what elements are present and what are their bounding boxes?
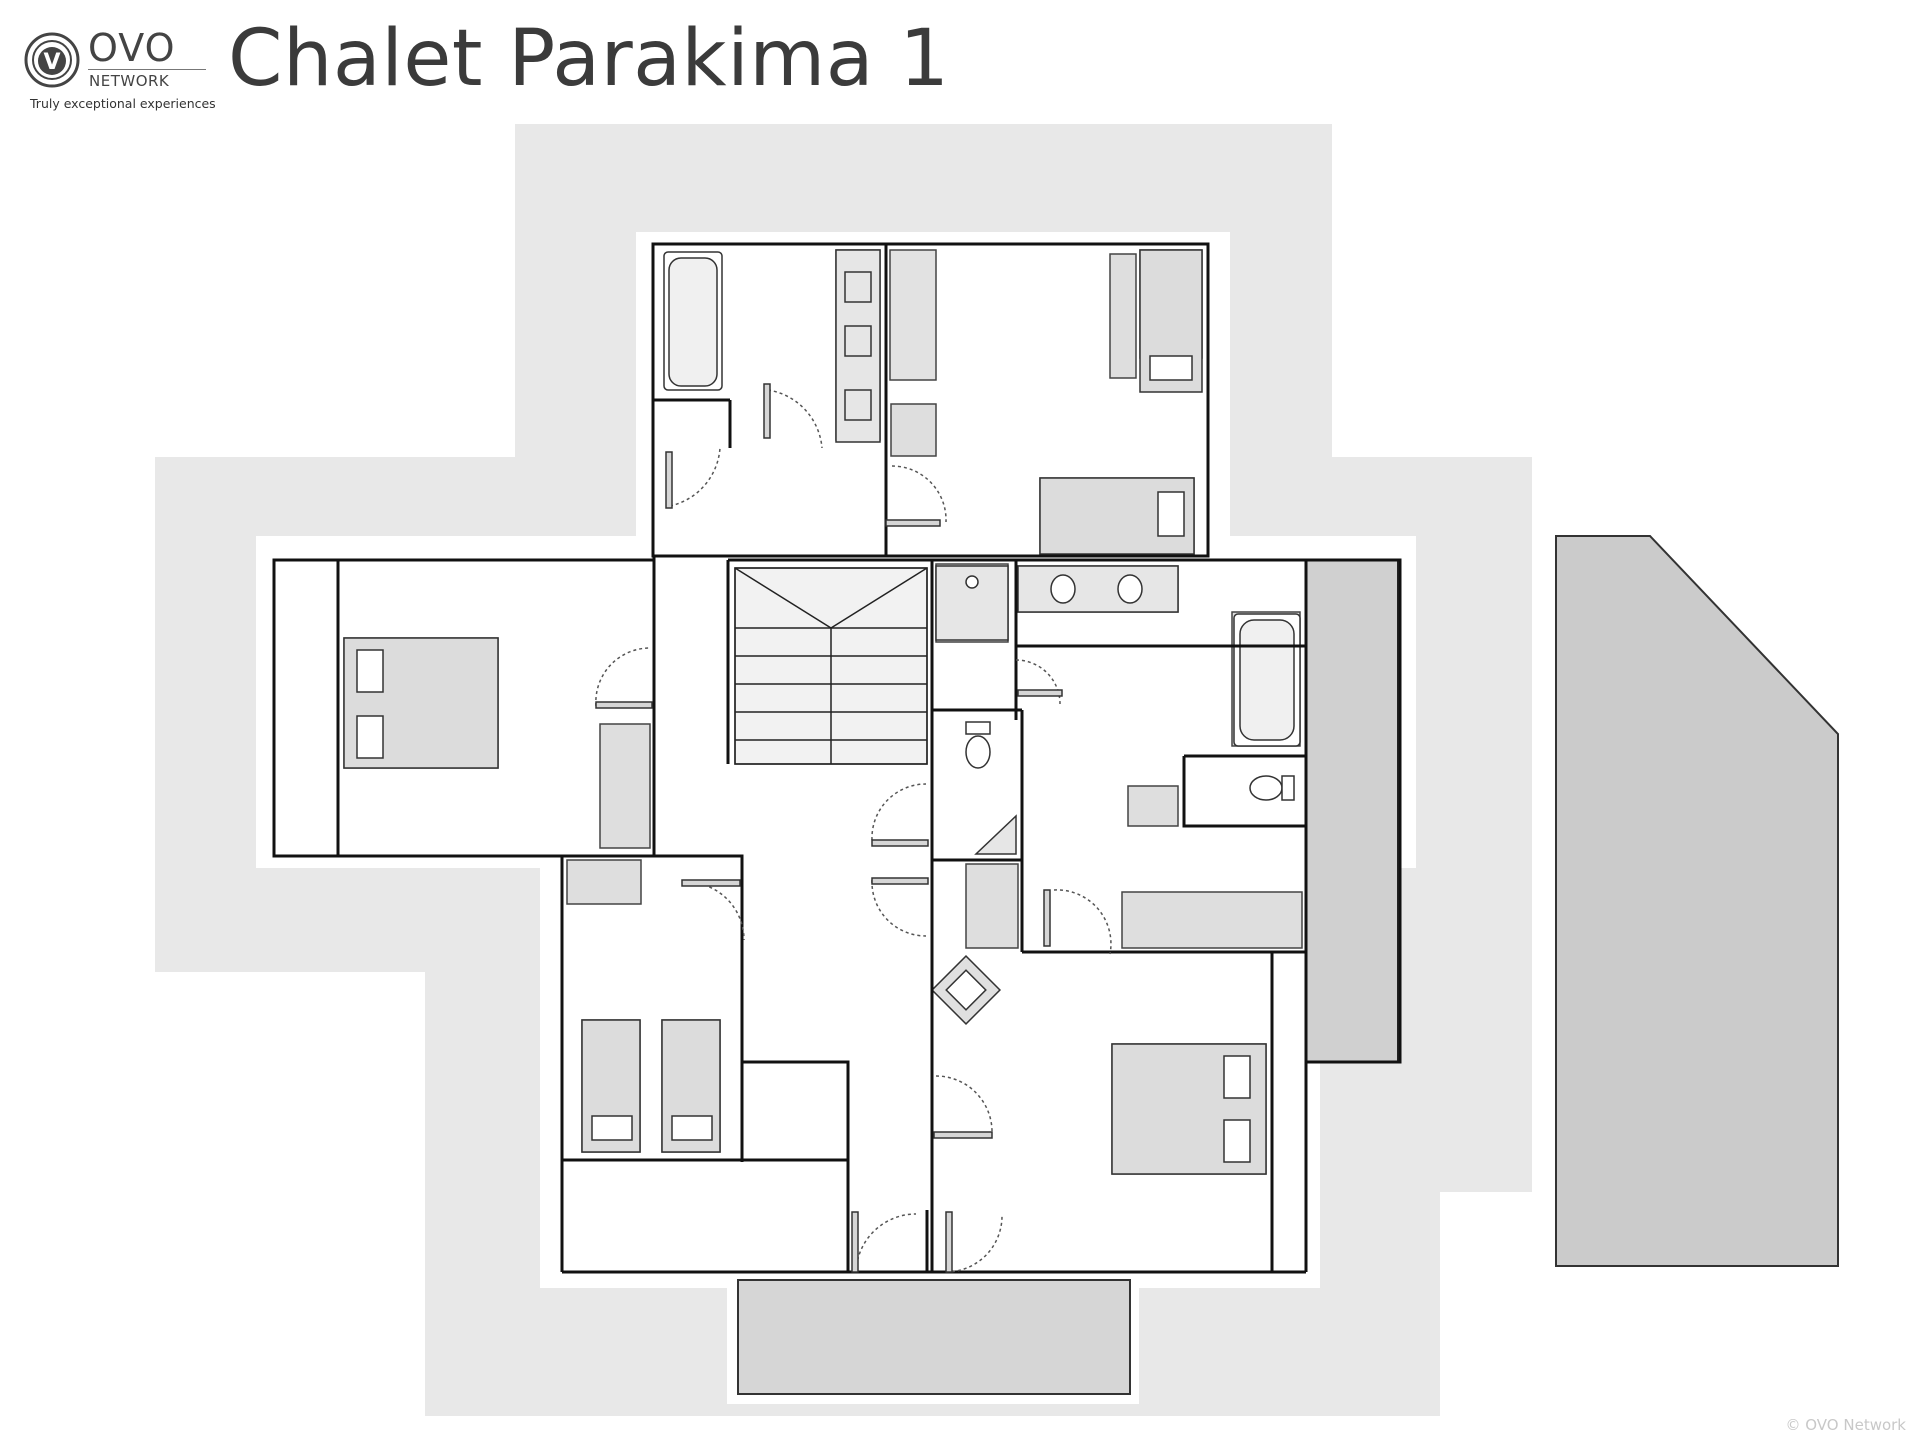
armchair-icon [930, 954, 1002, 1026]
logo-tagline: Truly exceptional experiences [30, 96, 216, 111]
copyright-notice: © OVO Network [1785, 1416, 1906, 1434]
logo-sub: NETWORK [89, 72, 170, 90]
east-strip [1305, 559, 1399, 1063]
walls [272, 242, 1402, 1274]
staircase-icon [734, 567, 928, 765]
logo-divider [88, 69, 206, 70]
ovo-logo[interactable]: V OVO NETWORK Truly exceptional experien… [22, 26, 216, 118]
header: V OVO NETWORK Truly exceptional experien… [0, 0, 1920, 120]
bed-icon [343, 249, 1267, 1175]
bathtub-icon [663, 251, 1301, 747]
ovo-logo-icon: V [24, 32, 80, 88]
annex-building [1555, 535, 1839, 1267]
page-title: Chalet Parakima 1 [228, 14, 950, 104]
sink-icon [835, 249, 1179, 613]
shower-icon [935, 565, 1009, 641]
balcony [737, 1279, 1131, 1395]
door-leaves [595, 383, 1063, 1273]
toilet-icon [965, 721, 1295, 855]
logo-brand: OVO [88, 26, 176, 70]
logo-mark: V [43, 50, 60, 75]
